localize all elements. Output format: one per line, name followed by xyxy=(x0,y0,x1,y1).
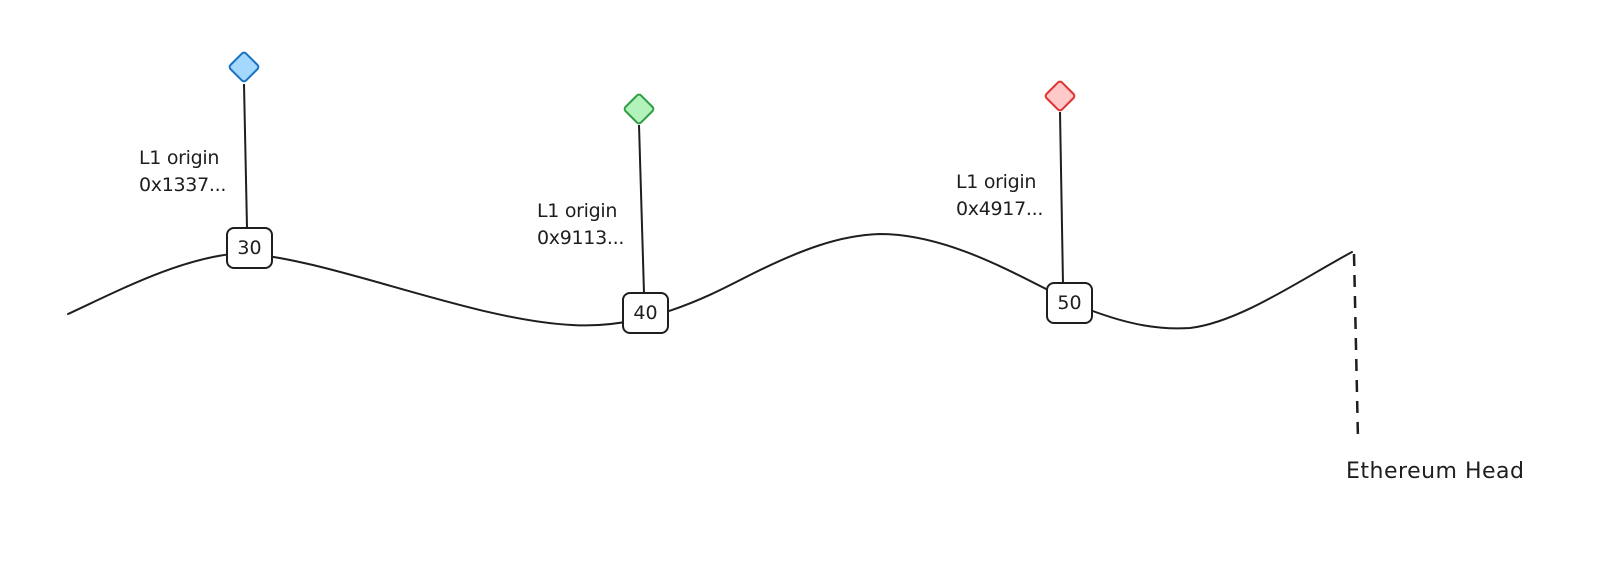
origin-marker-diamond xyxy=(1044,80,1076,112)
ethereum-head-line xyxy=(1352,253,1360,441)
origin-hash: 0x1337... xyxy=(139,174,226,196)
origin-stem xyxy=(638,124,645,294)
block-box xyxy=(1046,282,1093,324)
block-number: 40 xyxy=(633,302,657,324)
origin-marker-diamond xyxy=(623,93,655,125)
block-50-group: L1 origin 0x4917... 50 xyxy=(956,80,1093,324)
origin-stem xyxy=(1059,111,1064,285)
ethereum-head-label: Ethereum Head xyxy=(1346,459,1525,484)
origin-label: L1 origin xyxy=(537,200,617,222)
origin-stem xyxy=(243,83,248,229)
origin-marker-diamond xyxy=(228,51,260,83)
block-30-group: L1 origin 0x1337... 30 xyxy=(139,51,273,269)
origin-hash: 0x4917... xyxy=(956,198,1043,220)
block-box xyxy=(226,227,273,269)
origin-label: L1 origin xyxy=(139,147,219,169)
block-number: 30 xyxy=(237,237,261,259)
origin-hash: 0x9113... xyxy=(537,227,624,249)
origin-label: L1 origin xyxy=(956,171,1036,193)
block-box xyxy=(622,292,669,334)
block-number: 50 xyxy=(1057,292,1081,314)
block-40-group: L1 origin 0x9113... 40 xyxy=(537,93,669,334)
